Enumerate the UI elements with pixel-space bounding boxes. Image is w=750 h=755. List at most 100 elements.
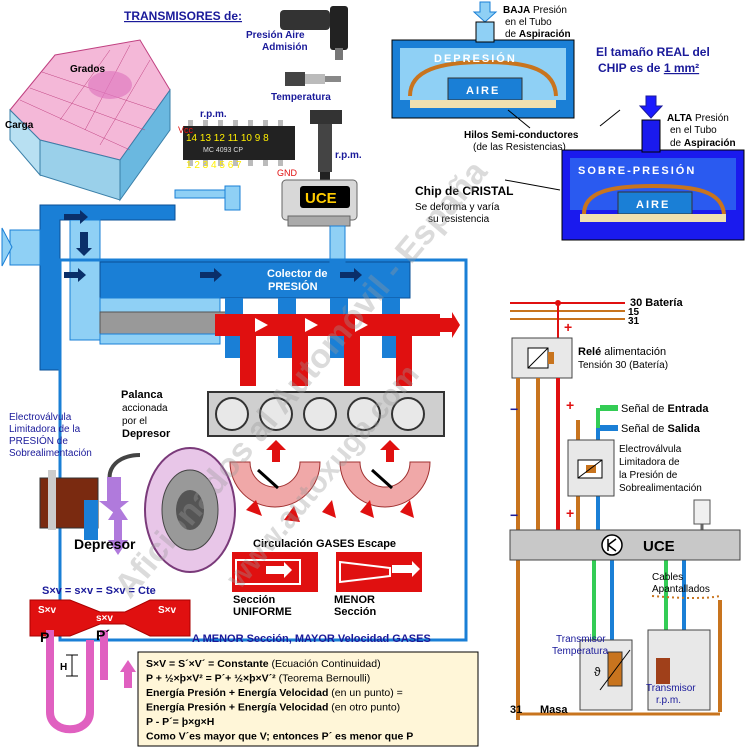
carga-label: Carga (5, 120, 34, 131)
trans-temp-label-2: Temperatura (552, 646, 609, 657)
grados-label: Grados (70, 64, 105, 75)
palanca-label-1: Palanca (121, 389, 163, 401)
electrovalve-right (567, 439, 615, 497)
salida-legend-swatch (600, 425, 618, 431)
chip-real-line1: El tamaño REAL del (596, 45, 710, 59)
venturi-tube (29, 599, 191, 734)
se-deforma-2: su resistencia (428, 214, 490, 225)
alta-presion-arrow (638, 95, 664, 119)
circulacion-label: Circulación GASES Escape (253, 538, 396, 550)
menor-label-1: MENOR (334, 594, 375, 606)
line-31-label: 31 (628, 316, 640, 327)
senal-entrada-label: Señal de Entrada (621, 403, 709, 415)
plus-symbol-3: + (566, 505, 574, 521)
chip-cristal-label: Chip de CRISTAL (415, 184, 513, 198)
baja-line1: BAJA Presión (503, 5, 567, 16)
electrovalve-left (39, 470, 129, 540)
minus-symbol-1: − (510, 401, 518, 417)
thermo-symbol: ϑ (594, 665, 601, 679)
h-label: H (60, 662, 67, 673)
line-15-label: 15 (628, 307, 640, 318)
depresion-label: DEPRESIÓN (434, 52, 517, 65)
ignition-map-3d (9, 39, 171, 202)
depresor-label: Depresor (74, 536, 136, 552)
baja-line3: de Aspiración (505, 29, 571, 40)
map-sensor-icon (280, 6, 348, 60)
palanca-label-2: accionada (122, 403, 168, 414)
formula-lines: S×V = S´×V´ = Constante (Ecuación Contin… (146, 658, 413, 743)
ic-chip (183, 120, 295, 166)
aire-label-1: AIRE (466, 85, 500, 97)
entrada-legend-swatch (600, 405, 618, 411)
senal-salida-label: Señal de Salida (621, 423, 701, 435)
alta-line3: de Aspiración (670, 138, 736, 149)
seccion-label-1: Sección (233, 594, 275, 606)
uce-ecu-box (281, 179, 358, 227)
depresion-sensor-diagram (391, 21, 575, 119)
cables-label-2: Apantallados (652, 584, 710, 595)
rpm-sensor-icon (310, 110, 342, 180)
electro-right-1: Electroválvula (619, 444, 682, 455)
baja-presion-arrow (472, 1, 498, 23)
menor-label-2: Sección (334, 606, 376, 618)
intake-piping (1, 185, 468, 642)
relay (511, 337, 573, 379)
electro-right-3: la Presión de (619, 470, 678, 481)
wastegate-valve-views (229, 461, 431, 508)
chip-marking: MC 4093 CP (203, 147, 243, 154)
chip-real-line2: CHIP es de 1 mm² (598, 61, 699, 75)
plus-symbol-1: + (564, 319, 572, 335)
bateria-30-label: 30 Batería (630, 297, 683, 309)
sobrepresion-sensor-diagram (561, 119, 745, 241)
rpm-sensor-label: r.p.m. (335, 150, 362, 161)
power-lines (510, 300, 625, 338)
chip-pins-top: 14 13 12 11 10 9 8 (186, 133, 269, 144)
electro-left-3: PRESIÓN de (9, 434, 68, 447)
a-menor-label: A MENOR Sección, MAYOR Velocidad GASES (192, 633, 431, 645)
formula-line: Energía Presión + Energía Velocidad (en … (146, 702, 400, 714)
electro-right-2: Limitadora de (619, 457, 680, 468)
plus-symbol-2: + (566, 397, 574, 413)
masa-label: Masa (540, 704, 568, 716)
chip-pins-bottom: 1 2 3 4 5 6 7 (186, 160, 242, 171)
transmisores-title: TRANSMISORES de: (124, 9, 242, 23)
temperature-transmitter (579, 639, 633, 711)
gas-flow-arrows-red (246, 440, 414, 522)
masa-31-label: 31 (510, 704, 522, 716)
hilos-line2: (de las Resistencias) (473, 142, 566, 153)
depresor-arrow (108, 505, 128, 555)
trans-temp-label-1: Transmisor (556, 634, 606, 645)
baja-line2: en el Tubo (505, 17, 552, 28)
trans-rpm-label-2: r.p.m. (656, 695, 681, 706)
electro-left-1: Electroválvula (9, 412, 72, 423)
colector-label-2: PRESIÓN (268, 280, 318, 293)
formula-line: S×V = S´×V´ = Constante (Ecuación Contin… (146, 658, 381, 670)
sxv-label-3: S×v (158, 605, 177, 616)
rpm-top-label: r.p.m. (200, 109, 227, 120)
electro-right-4: Sobrealimentación (619, 483, 702, 494)
admision-label: Admisión (262, 42, 308, 53)
palanca-label-4: Depresor (122, 428, 171, 440)
palanca-label-3: por el (122, 416, 147, 427)
formula-line: Energía Presión + Energía Velocidad (en … (146, 687, 403, 699)
uce-main-bar (509, 499, 741, 561)
presion-aire-label: Presión Aire (246, 30, 305, 41)
alta-line1: ALTA Presión (667, 113, 729, 124)
chip-vcc-label: Vcc (178, 125, 194, 135)
colector-label-1: Colector de (267, 268, 328, 280)
temperatura-label: Temperatura (271, 92, 331, 103)
p-prime-label: P´ (96, 627, 110, 643)
minus-symbol-2: − (510, 507, 518, 523)
formula-line: P + ½×þ×V² = P´+ ½×þ×V´² (Teorema Bernou… (146, 673, 370, 685)
seccion-label-2: UNIFORME (233, 606, 292, 618)
sxv-label-1: S×v (38, 605, 57, 616)
aire-label-2: AIRE (636, 199, 670, 211)
rele-line1: Relé alimentación (578, 346, 666, 358)
alta-line2: en el Tubo (670, 125, 717, 136)
rele-line2: Tensión 30 (Batería) (578, 360, 668, 371)
electro-left-2: Limitadora de la (9, 424, 81, 435)
engine-block (207, 391, 445, 437)
sxv-header: S×v = s×v = S×v = Cte (42, 585, 156, 597)
rpm-transmitter (647, 629, 711, 711)
